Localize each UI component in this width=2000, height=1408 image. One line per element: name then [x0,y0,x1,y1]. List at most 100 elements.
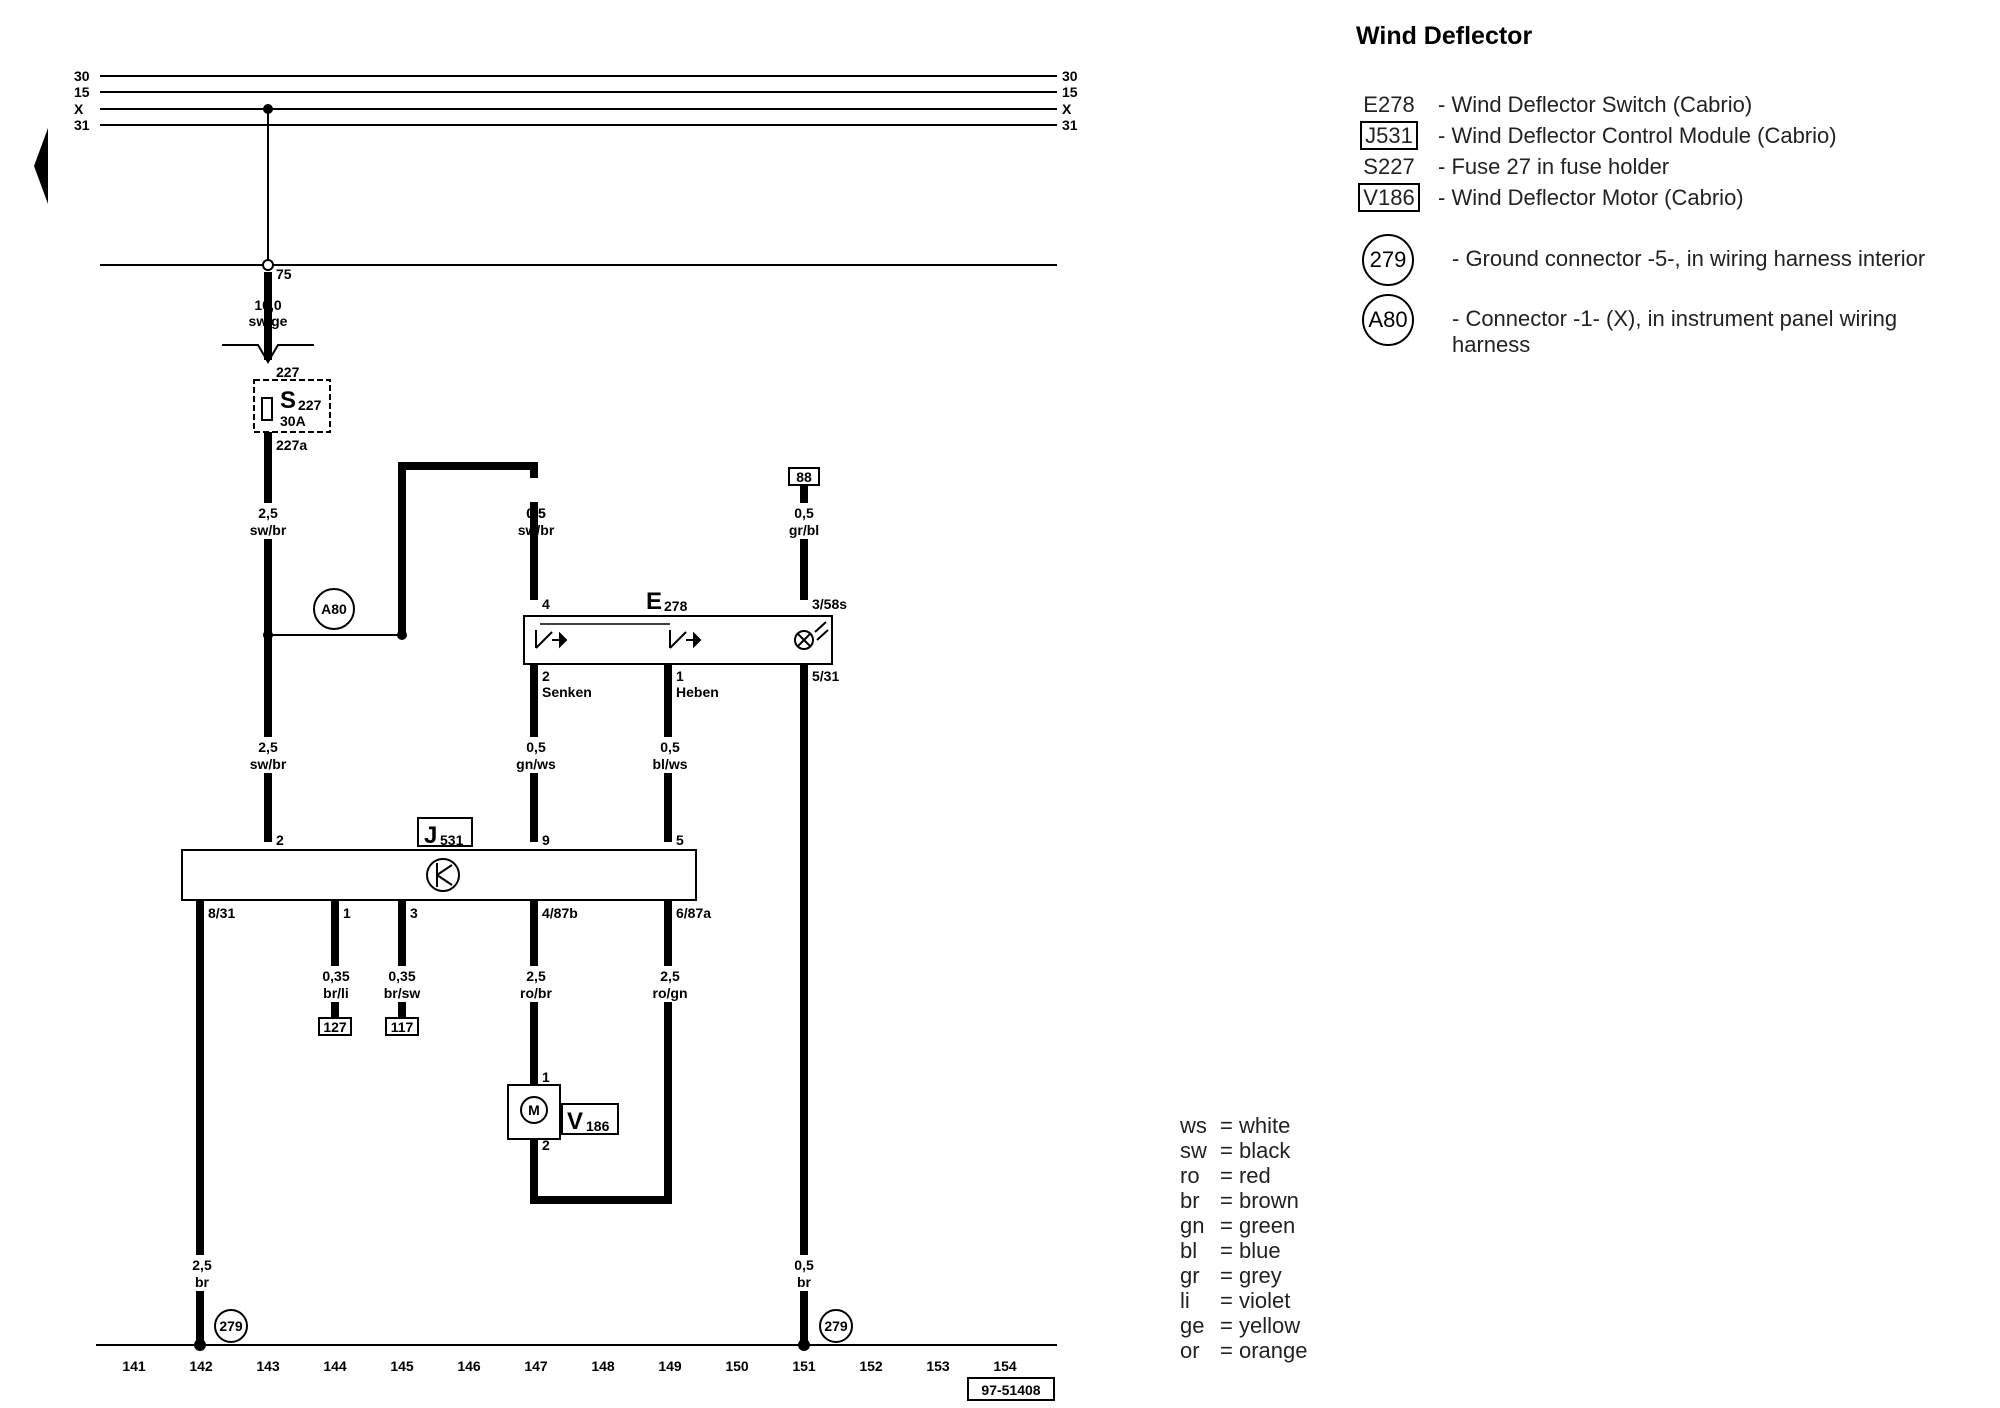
rail-label-31-right: 31 [1062,117,1078,133]
v186-pin-1: 1 [542,1069,550,1085]
ground-279-right-label: 279 [824,1318,848,1334]
senken-label: Senken [542,684,592,700]
e278-pin-1: 1 [676,668,684,684]
color-key-row: ge = yellow [1180,1313,1307,1338]
color-code: ws [1180,1113,1207,1138]
column-number: 148 [591,1358,615,1374]
page-back-arrow-icon[interactable] [34,128,48,204]
ref-127-box [318,1017,352,1036]
label-bg [510,966,558,1002]
column-number: 145 [390,1358,414,1374]
switch-senken-icon [535,630,568,649]
legend-row: E278- Wind Deflector Switch (Cabrio) [1354,92,1752,118]
wire-ground-left-gauge: 2,5 [192,1257,212,1273]
wire-motor-1-gauge: 2,5 [526,968,546,984]
color-name: = brown [1220,1188,1299,1213]
color-key-row: sw= black [1180,1138,1307,1163]
wire-senken-color: gn/ws [516,756,556,772]
wire-motor-2-gauge: 2,5 [660,968,680,984]
color-name: = blue [1220,1238,1281,1263]
j531-sub: 531 [440,832,464,848]
motor-symbol: M [528,1102,540,1118]
e278-pin-2: 2 [542,668,550,684]
heben-label: Heben [676,684,719,700]
wire-motor-1-color: ro/br [520,985,552,1001]
fuse-name: S [280,387,296,414]
ref-117-label: 117 [391,1019,414,1035]
wire-main-gauge: 10,0 [254,297,281,313]
j531-pin-3: 3 [410,905,418,921]
label-bg [244,737,292,773]
wire-127-color: br/li [323,985,349,1001]
wire-88-color: gr/bl [789,522,819,538]
ground-279-left-label: 279 [219,1318,243,1334]
color-name: = red [1220,1163,1271,1188]
wire-heben-gauge: 0,5 [660,739,680,755]
j531-pin-1: 1 [343,905,351,921]
column-number: 146 [457,1358,481,1374]
motor-icon [520,1096,548,1124]
wire-fuse-gauge: 2,5 [258,505,278,521]
column-number: 152 [859,1358,883,1374]
ref-127-label: 127 [323,1019,347,1035]
legend-description: - Wind Deflector Control Module (Cabrio) [1438,123,1837,148]
column-number: 154 [993,1358,1017,1374]
label-bg [780,1255,828,1291]
label-bg [644,737,692,773]
fuse-icon [261,397,273,421]
legend-code: J531 [1360,121,1418,150]
label-bg [780,503,828,539]
color-name: = green [1220,1213,1296,1238]
e278-pin-4: 4 [542,596,550,612]
legend-row: V186- Wind Deflector Motor (Cabrio) [1354,183,1744,212]
label-bg [644,966,692,1002]
legend-connector-description: - Connector -1- (X), in instrument panel… [1452,306,1898,357]
terminal-75-node [262,259,274,271]
j531-pin-687a: 6/87a [676,905,711,921]
wire-fuse-color: sw/br [250,522,287,538]
color-key-row: ws= white [1180,1113,1307,1138]
wire-main-color: sw/ge [249,313,288,329]
legend-description: - Wind Deflector Motor (Cabrio) [1438,185,1744,210]
ref-117-box [385,1017,419,1036]
column-number: 149 [658,1358,682,1374]
j531-name: J [424,822,437,849]
rail-label-15-right: 15 [1062,84,1078,100]
label-bg [244,503,292,539]
color-name: = orange [1220,1338,1308,1363]
ground-dot-right [798,1339,810,1351]
fuse-sub: 227 [298,397,322,413]
wire-ground-left-color: br [195,1274,210,1290]
e278-name: E [646,588,662,615]
v186-pin-2: 2 [542,1137,550,1153]
wire-motor-2-color: ro/gn [653,985,688,1001]
color-code: bl [1180,1238,1198,1263]
color-code: or [1180,1338,1200,1363]
wire-e278-4-color: sw/br [518,522,555,538]
e278-pin-358s: 3/58s [812,596,847,612]
v186-label-box [561,1103,619,1135]
j531-module [181,849,697,901]
color-code: ge [1180,1313,1205,1338]
legend-description: - Fuse 27 in fuse holder [1438,154,1670,179]
fuse-pin-in: 227 [276,364,300,380]
label-bg [311,966,359,1002]
wire-ground-right-color: br [797,1274,812,1290]
doc-number-box [967,1377,1055,1401]
v186-sub: 186 [586,1118,610,1134]
lamp-icon [794,621,829,650]
wire-senken-gauge: 0,5 [526,739,546,755]
legend-code: E278 [1363,92,1415,117]
e278-sub: 278 [664,598,688,614]
color-code: li [1180,1288,1190,1313]
legend-row: J531 - Wind Deflector Control Module (Cab… [1354,121,1837,150]
wire-j531-2-color: sw/br [250,756,287,772]
color-key-row: ro= red [1180,1163,1307,1188]
column-number: 142 [189,1358,213,1374]
color-name: = yellow [1220,1313,1301,1338]
color-key-row: li= violet [1180,1288,1307,1313]
color-code: br [1180,1188,1200,1213]
legend-connector-symbol: 279 [1362,234,1414,286]
wire-127-gauge: 0,35 [322,968,349,984]
